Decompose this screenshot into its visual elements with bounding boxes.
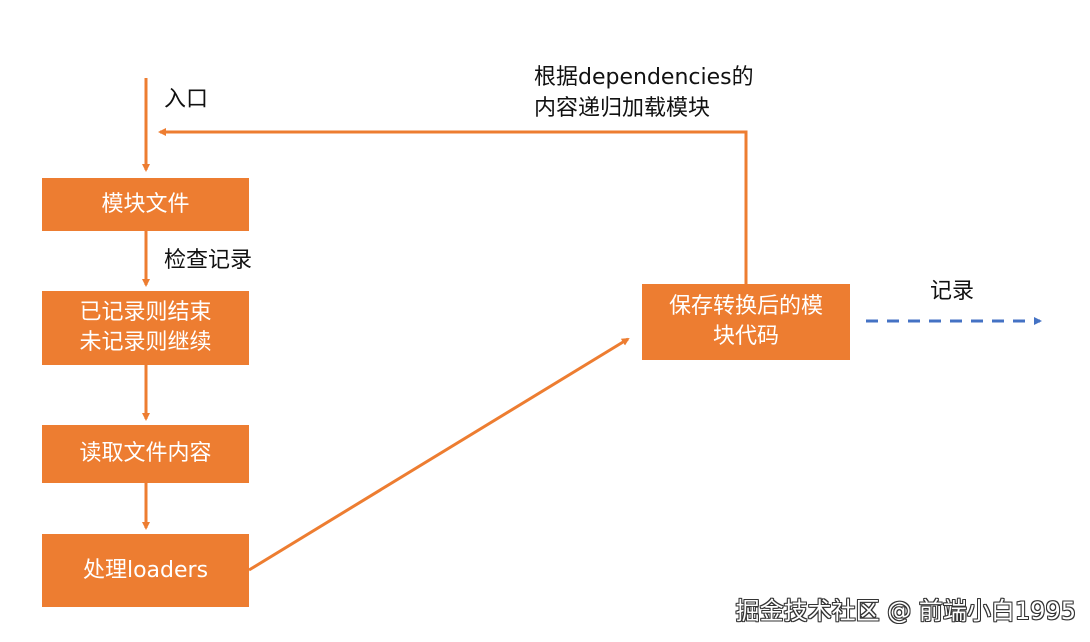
- entry-label: 入口: [164, 87, 209, 112]
- module-file-node: 模块文件: [42, 178, 249, 231]
- read-file-node: 读取文件内容: [42, 425, 249, 483]
- check-recorded-line-1: 已记录则结束: [79, 300, 212, 325]
- save-transformed-line-2: 块代码: [712, 324, 779, 349]
- record-label: 记录: [930, 279, 975, 304]
- check-recorded-node: 已记录则结束 未记录则继续: [42, 291, 249, 365]
- process-loaders-label: 处理loaders: [82, 557, 209, 583]
- check-record-label: 检查记录: [164, 248, 253, 273]
- check-recorded-line-2: 未记录则继续: [79, 330, 212, 355]
- read-file-label: 读取文件内容: [79, 441, 212, 466]
- recursive-load-arrow: [158, 128, 748, 284]
- save-transformed-node: 保存转换后的模 块代码: [642, 284, 850, 360]
- save-transformed-line-1: 保存转换后的模: [668, 294, 823, 319]
- process-loaders-node: 处理loaders: [42, 534, 249, 607]
- recursive-load-label-1: 根据dependencies的: [534, 65, 754, 90]
- module-file-label: 模块文件: [101, 191, 190, 217]
- watermark: 掘金技术社区 @ 前端小白1995: [735, 597, 1076, 625]
- save-arrow: [248, 337, 630, 572]
- recursive-load-label-2: 内容递归加载模块: [534, 96, 711, 121]
